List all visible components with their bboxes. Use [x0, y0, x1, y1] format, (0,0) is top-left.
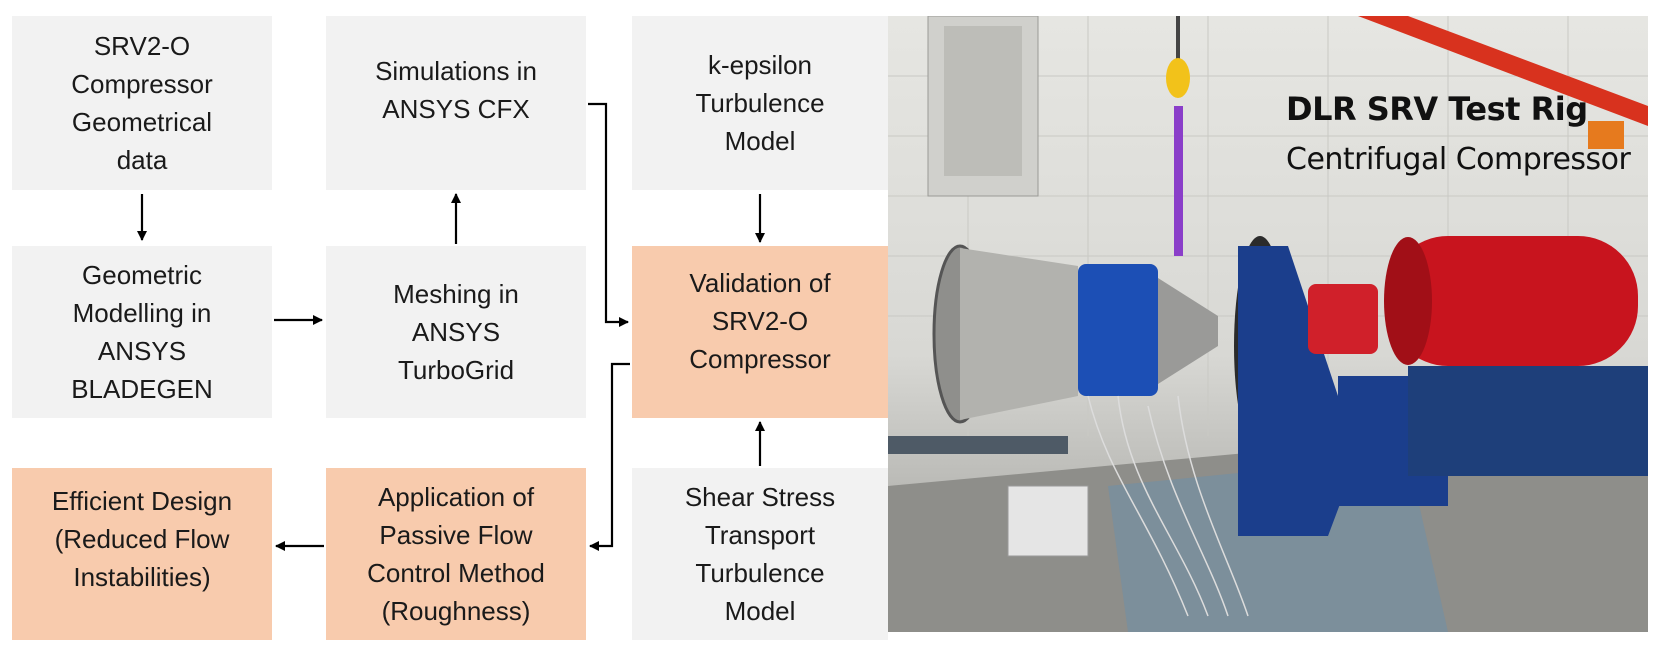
box-shear-stress-transport: Shear Stress Transport Turbulence Model: [632, 468, 888, 640]
box-line: Simulations in: [375, 56, 537, 86]
box-line: ANSYS: [97, 336, 187, 366]
test-rig-photo: DLR SRV Test Rig Centrifugal Compressor: [888, 16, 1648, 632]
connector-arrows: [137, 102, 765, 551]
box-line: (Roughness): [381, 596, 531, 626]
box-line: k-epsilon: [707, 50, 813, 80]
box-line: Modelling in: [72, 298, 212, 328]
box-line: data: [116, 145, 168, 175]
box-line: Model: [724, 596, 796, 626]
box-meshing-turbogrid: Meshing in ANSYS TurboGrid: [326, 246, 586, 418]
box-line: Efficient Design: [51, 486, 233, 516]
box-validation: Validation of SRV2-O Compressor: [632, 246, 888, 418]
box-line: Compressor: [689, 344, 831, 374]
box-line: Compressor: [71, 69, 213, 99]
arrow-validation-to-passive: [589, 362, 630, 551]
box-line: SRV2-O: [711, 306, 809, 336]
box-line: Validation of: [689, 268, 831, 298]
box-line: ANSYS CFX: [382, 94, 530, 124]
test-rig-illustration: [888, 16, 1648, 632]
box-line: Transport: [704, 520, 816, 550]
box-k-epsilon: k-epsilon Turbulence Model: [632, 16, 888, 190]
box-efficient-design: Efficient Design (Reduced Flow Instabili…: [12, 468, 272, 640]
box-line: SRV2-O: [93, 31, 191, 61]
box-simulations-cfx: Simulations in ANSYS CFX: [326, 16, 586, 190]
box-line: Passive Flow: [379, 520, 533, 550]
box-passive-flow-control: Application of Passive Flow Control Meth…: [326, 468, 586, 640]
box-line: ANSYS: [411, 317, 501, 347]
box-line: Meshing in: [393, 279, 519, 309]
box-line: Control Method: [367, 558, 545, 588]
box-line: TurboGrid: [397, 355, 515, 385]
photo-subtitle: Centrifugal Compressor: [1286, 142, 1631, 177]
box-line: Instabilities): [73, 562, 211, 592]
arrow-simulations-to-validation: [588, 102, 629, 327]
box-geometry-data: SRV2-O Compressor Geometrical data: [12, 16, 272, 190]
box-line: Application of: [377, 482, 535, 512]
box-line: BLADEGEN: [71, 374, 213, 404]
box-geometric-modelling: Geometric Modelling in ANSYS BLADEGEN: [12, 246, 272, 418]
box-line: Model: [724, 126, 796, 156]
box-line: Geometric: [82, 260, 202, 290]
photo-title: DLR SRV Test Rig: [1286, 90, 1588, 128]
box-line: Turbulence: [695, 558, 825, 588]
box-line: Turbulence: [695, 88, 825, 118]
box-line: Geometrical: [71, 107, 213, 137]
box-line: Shear Stress: [684, 482, 836, 512]
box-line: (Reduced Flow: [54, 524, 230, 554]
